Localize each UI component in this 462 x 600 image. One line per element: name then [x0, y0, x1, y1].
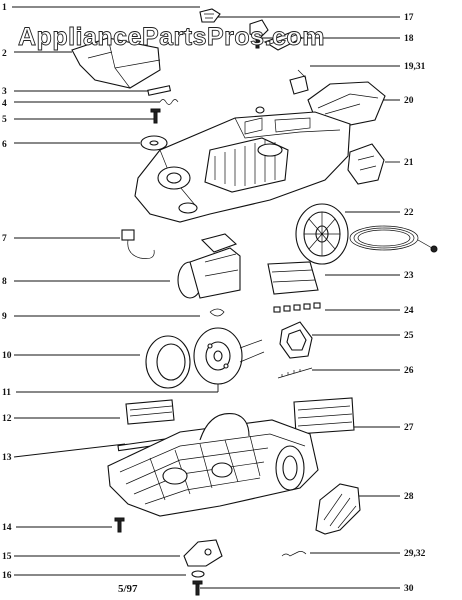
part-28-wheel-cover: [315, 483, 361, 535]
callout-26: 26: [404, 366, 414, 376]
part-8-motor-shroud: [177, 233, 241, 299]
part-10-filter-ring: [145, 335, 191, 389]
part-4-spring: [159, 99, 179, 105]
part-29-clip: [281, 550, 307, 557]
callout-18: 18: [404, 34, 414, 44]
callout-1: 1: [2, 3, 7, 13]
part-15-bracket: [183, 539, 223, 567]
part-2-bag-door: [71, 37, 161, 89]
part-11-motor: [193, 327, 265, 385]
callout-10: 10: [2, 351, 12, 361]
callout-30: 30: [404, 584, 414, 594]
part-19-switch: [289, 69, 309, 95]
callouts-left: 1 2 3 4 5 6 7 8 9 10 11 12 13 14 15 16: [2, 3, 12, 581]
part-23-filter: [267, 261, 319, 295]
callout-3: 3: [2, 87, 7, 97]
part-5-screw: [150, 108, 161, 124]
callout-7: 7: [2, 234, 7, 244]
callout-5: 5: [2, 115, 7, 125]
part-26-spring: [277, 367, 313, 379]
part-24-grommets: [273, 302, 321, 313]
callout-15: 15: [2, 552, 12, 562]
part-30-screw: [192, 580, 203, 596]
part-18-bracket: [263, 31, 304, 51]
watermark-text: AppliancePartsPros.com: [18, 23, 325, 51]
part-21-receptacle: [347, 143, 385, 185]
part-14-screw: [114, 517, 125, 533]
callout-14: 14: [2, 523, 12, 533]
callout-27: 27: [404, 423, 414, 433]
revision-date: 5/97: [118, 583, 138, 595]
callout-2: 2: [2, 49, 7, 59]
callout-29-32: 29,32: [404, 549, 426, 559]
callout-11: 11: [2, 388, 11, 398]
part-12-filter-pad: [125, 399, 175, 425]
callout-9: 9: [2, 312, 7, 322]
part-1-clip: [199, 8, 221, 23]
callout-20: 20: [404, 96, 414, 106]
part-top-housing: [134, 106, 351, 223]
callout-25: 25: [404, 331, 414, 341]
leader-lines: [12, 6, 400, 589]
part-3-pin: [147, 85, 172, 96]
callout-22: 22: [404, 208, 414, 218]
part-base-housing: [107, 412, 319, 517]
callouts-right: 17 18 19,31 20 21 22 23 24 25 26 27 28 2…: [404, 13, 426, 594]
callout-4: 4: [2, 99, 7, 109]
callout-23: 23: [404, 271, 414, 281]
callout-6: 6: [2, 140, 7, 150]
callout-21: 21: [404, 158, 414, 168]
part-27-filter-pad: [293, 397, 355, 435]
part-7-cord-lead: [121, 229, 155, 259]
callout-16: 16: [2, 571, 12, 581]
callout-12: 12: [2, 414, 12, 424]
callout-28: 28: [404, 492, 414, 502]
callout-17: 17: [404, 13, 414, 23]
part-25-gasket: [279, 321, 313, 359]
part-9-clip: [209, 308, 225, 317]
callout-8: 8: [2, 277, 7, 287]
callout-13: 13: [2, 453, 12, 463]
part-16-washer: [191, 570, 205, 578]
part-6-washer: [140, 135, 168, 151]
part-17-latch: [249, 19, 269, 49]
callout-19-31: 19,31: [404, 62, 426, 72]
part-22-cord-reel: [295, 203, 438, 265]
callout-24: 24: [404, 306, 414, 316]
